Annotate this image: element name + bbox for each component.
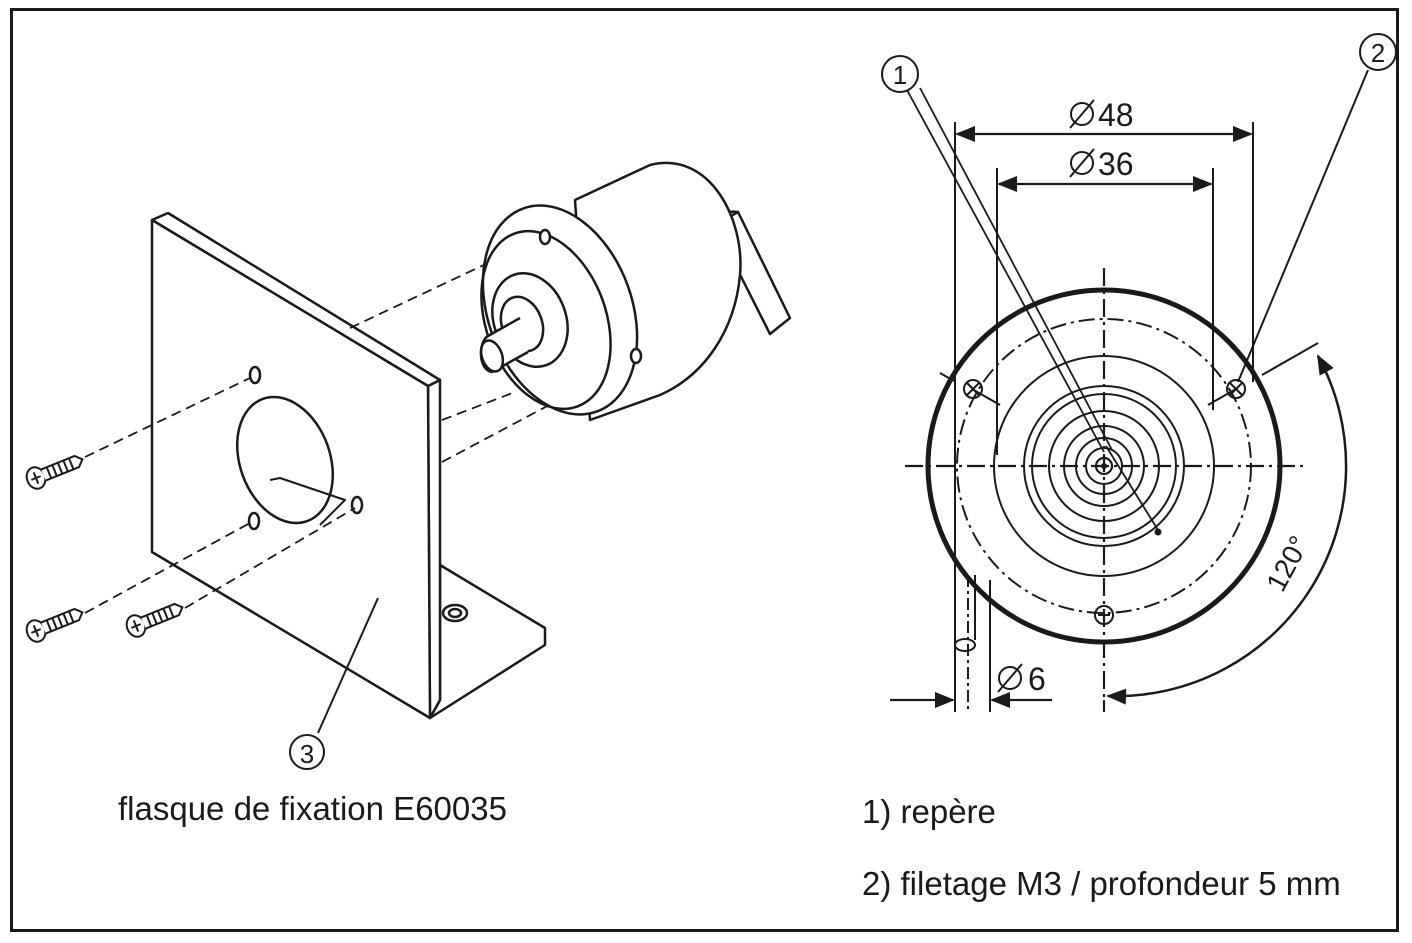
flange-foot (428, 563, 547, 720)
drawing-frame (10, 8, 1399, 932)
encoder-hole-2 (629, 347, 643, 365)
plate-hole-1 (248, 365, 262, 385)
front-view (881, 33, 1397, 712)
plate-hole-3 (350, 495, 364, 515)
threaded-hole-left (963, 379, 983, 399)
flange-center-bore (235, 395, 335, 525)
legend-item-2: 2) filetage M3 / profondeur 5 mm (862, 865, 1341, 902)
angle-arc (1106, 354, 1348, 705)
encoder-hole-1 (538, 228, 552, 246)
flange-assembly (150, 211, 547, 720)
callout-3 (289, 597, 379, 770)
callout-1-label: 1 (893, 60, 907, 90)
screw-1 (25, 454, 84, 490)
callout-2-label: 2 (1371, 38, 1385, 68)
callout-3-label: 3 (300, 739, 314, 769)
dim-48-label: 48 (1098, 97, 1134, 133)
encoder-body (479, 161, 792, 422)
screws (25, 454, 184, 643)
screw-2 (25, 607, 84, 643)
legend-item-1: 1) repère (862, 793, 996, 830)
dim-6-label: 6 (1028, 661, 1046, 697)
left-caption: flasque de fixation E60035 (118, 790, 507, 827)
angle-label: 120° (1260, 531, 1315, 597)
plate-hole-2 (247, 511, 261, 531)
callout-2 (1359, 33, 1397, 71)
screw-3 (125, 602, 184, 638)
dim-36-label: 36 (1098, 146, 1134, 182)
diameter-symbols (997, 99, 1095, 693)
callout-1 (881, 55, 919, 93)
